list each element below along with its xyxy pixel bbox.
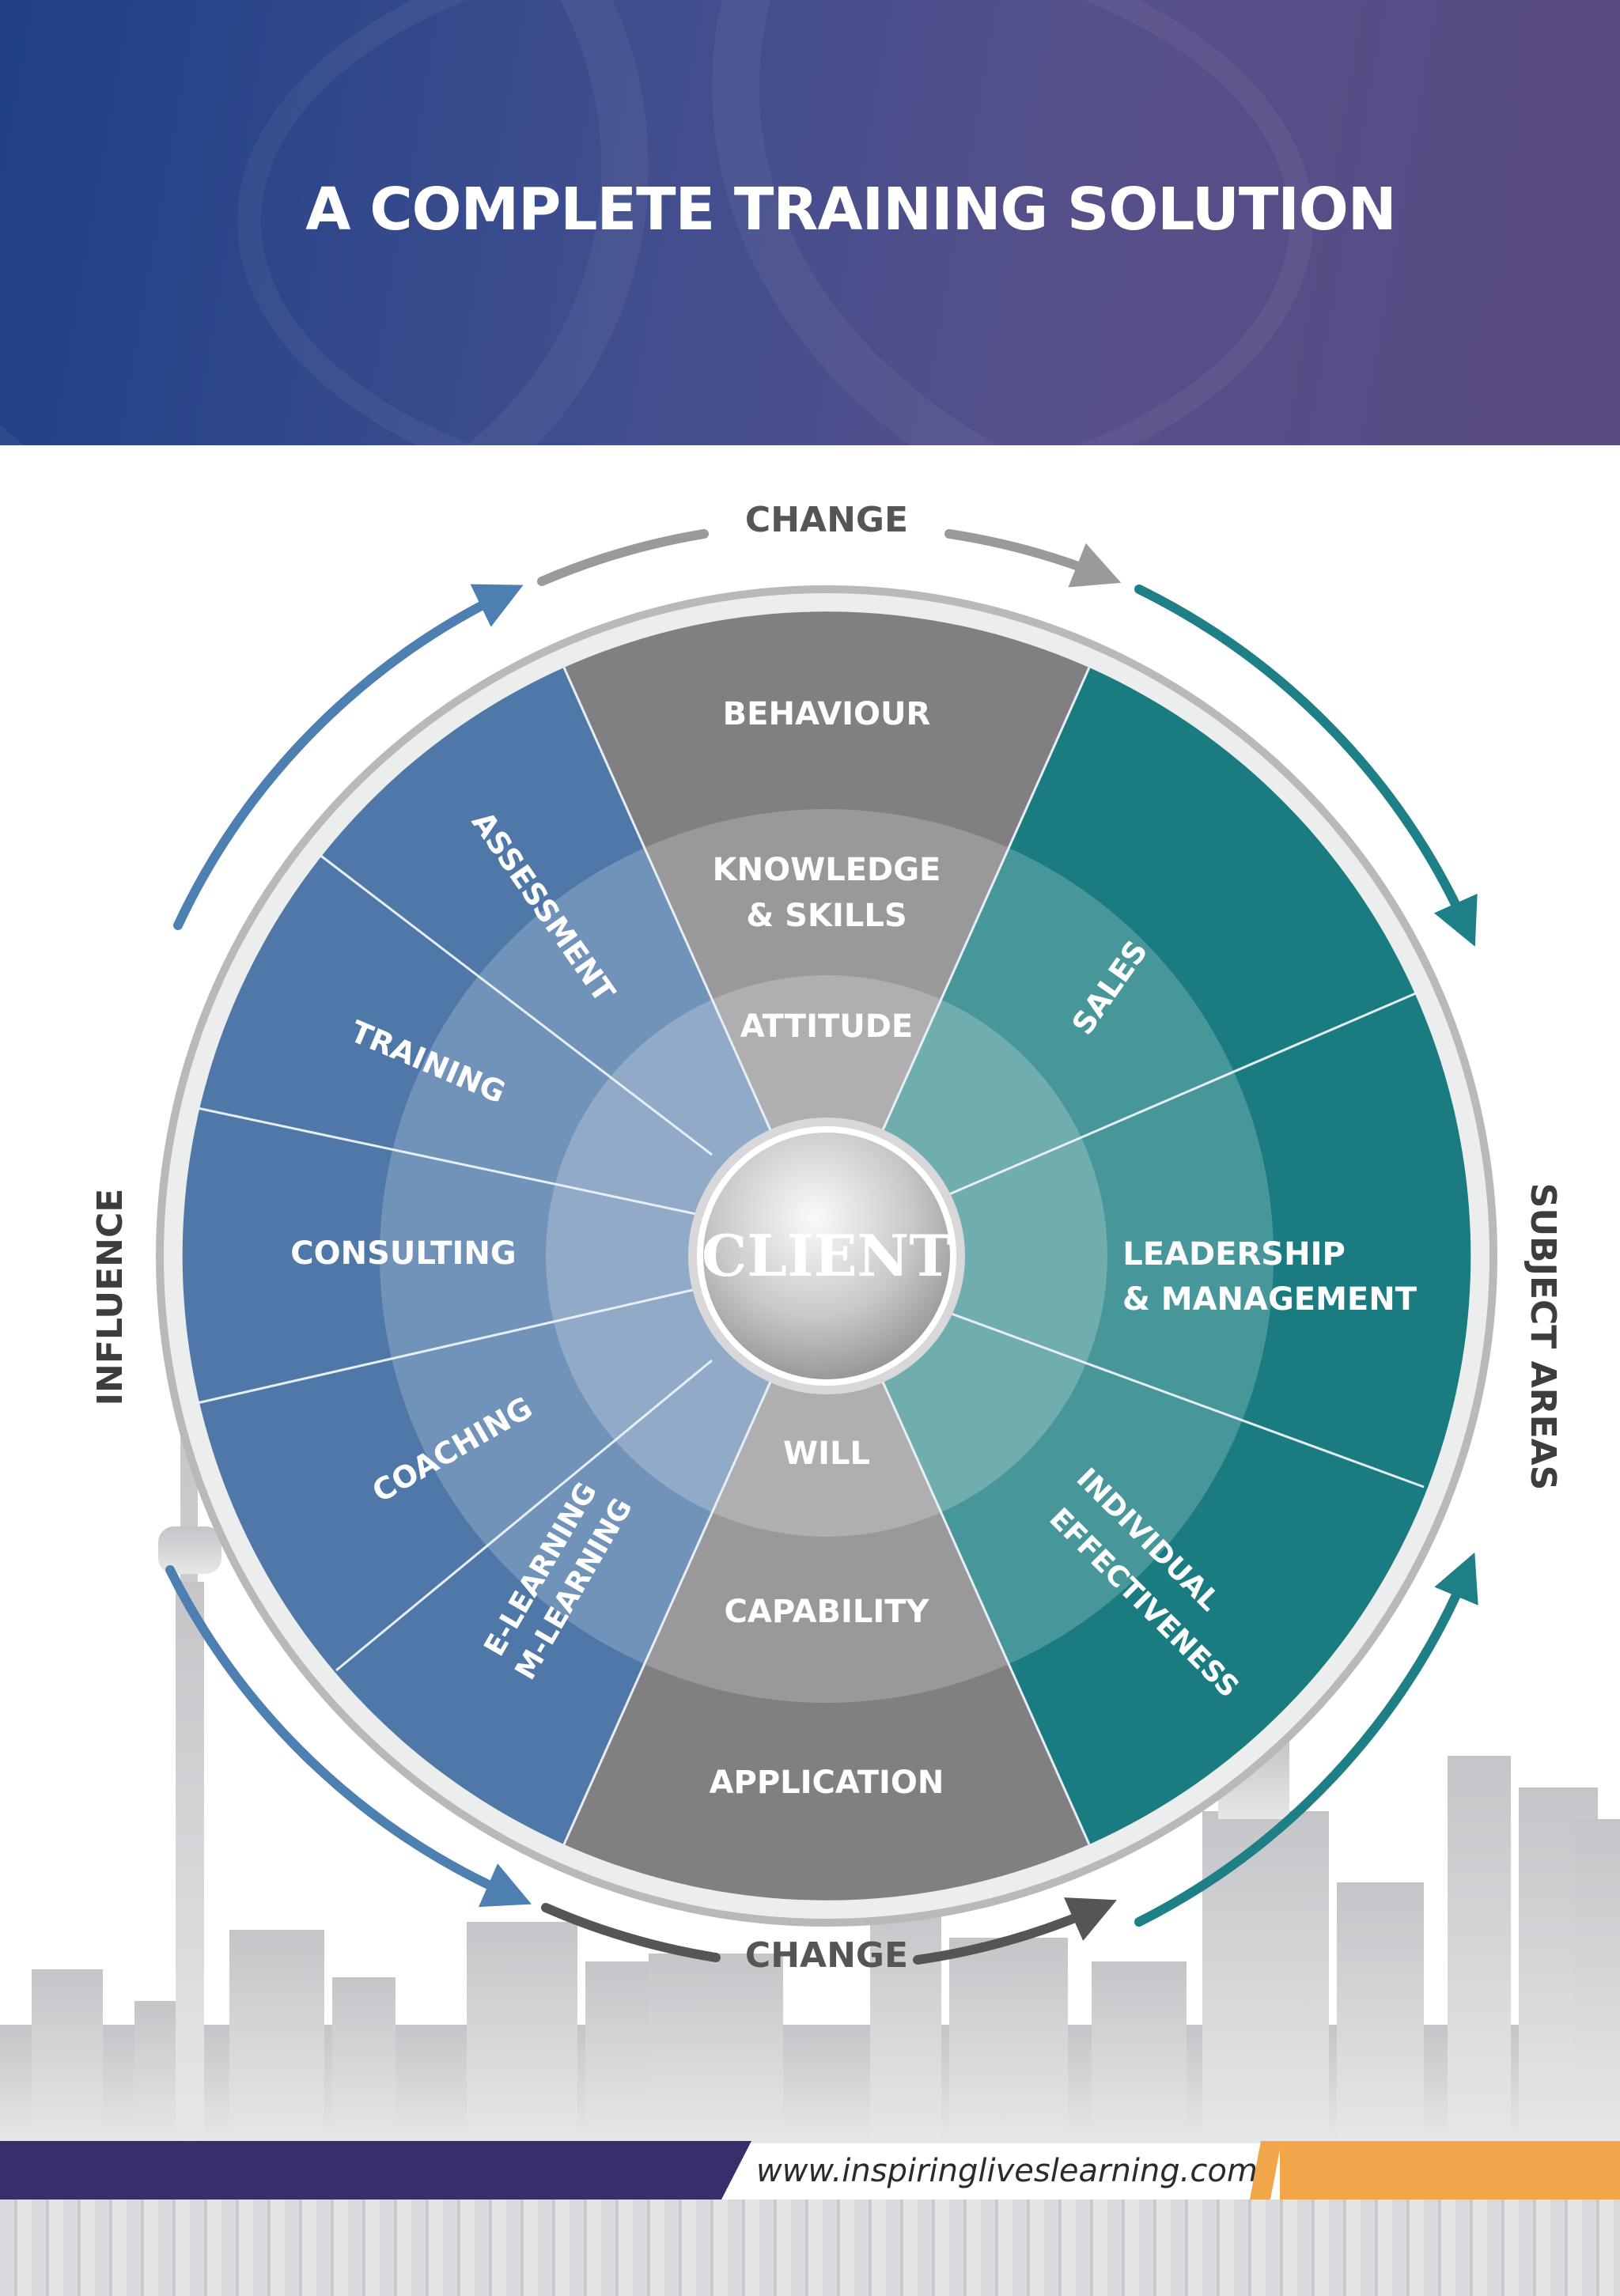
- management-label: & MANAGEMENT: [1122, 1281, 1418, 1318]
- behaviour-label: BEHAVIOUR: [723, 696, 931, 732]
- city-skyline: [0, 1408, 1620, 2143]
- leadership-label: LEADERSHIP: [1122, 1236, 1346, 1273]
- website-link[interactable]: www.inspiringliveslearning.com: [756, 2153, 1258, 2189]
- influence-arrow-down: [165, 1565, 532, 1908]
- client-label: CLIENT: [702, 1222, 952, 1289]
- subject-areas-segment: [827, 668, 1471, 1844]
- header-banner: [0, 0, 1620, 445]
- change-arrow-bottom-left: [541, 1903, 721, 1962]
- subject-areas-label: SUBJECT AREAS: [1523, 1183, 1563, 1491]
- client-center-button[interactable]: [697, 1126, 956, 1386]
- bottom-segment: [564, 1256, 1089, 1901]
- outer-arrows: [165, 529, 1478, 1965]
- application-label: APPLICATION: [710, 1765, 944, 1801]
- influence-label: INFLUENCE: [90, 1189, 131, 1406]
- subject-arrow-up: [1134, 1552, 1478, 1927]
- consulting-label: CONSULTING: [290, 1235, 516, 1272]
- change-label-top: CHANGE: [745, 500, 908, 540]
- change-arrow-top-right: [944, 529, 1122, 588]
- top-segment: [564, 611, 1089, 1256]
- footer-band-purple: [0, 2141, 751, 2200]
- subject-arrow-down: [1134, 584, 1478, 947]
- knowledge-label: KNOWLEDGE: [713, 852, 941, 888]
- footer-band-orange: [1280, 2141, 1620, 2200]
- influence-segment: [182, 668, 827, 1844]
- capability-label: CAPABILITY: [725, 1594, 930, 1630]
- change-arrow-bottom-right: [913, 1897, 1117, 1965]
- skills-label: & SKILLS: [746, 898, 907, 934]
- attitude-label: ATTITUDE: [740, 1008, 914, 1045]
- influence-arrow-up: [173, 584, 524, 930]
- will-label: WILL: [783, 1435, 870, 1472]
- bottom-skyline-strip: [0, 2200, 1620, 2296]
- change-arrow-top-left: [537, 529, 709, 586]
- page-title: A COMPLETE TRAINING SOLUTION: [305, 176, 1396, 244]
- change-label-bottom: CHANGE: [745, 1935, 908, 1976]
